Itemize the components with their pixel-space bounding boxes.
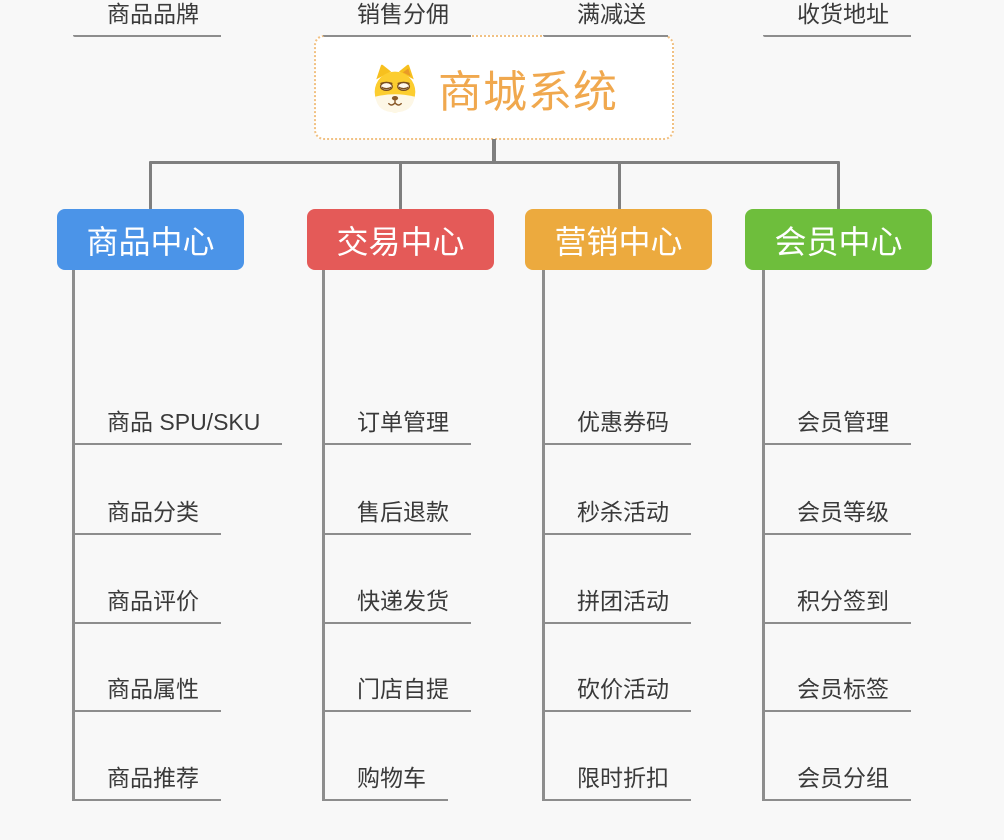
leaf-node-member-level[interactable]: 会员等级	[763, 498, 911, 535]
leaf-node-coupon-code[interactable]: 优惠券码	[543, 408, 691, 445]
leaf-node-product-spu-sku[interactable]: 商品 SPU/SKU	[73, 408, 283, 445]
branch-label: 交易中心	[336, 223, 465, 260]
branch-spine	[762, 270, 765, 801]
leaf-node-shopping-cart[interactable]: 购物车	[323, 764, 448, 801]
branch-label: 营销中心	[554, 223, 683, 260]
leaf-node-shipping-address[interactable]: 收货地址	[763, 0, 911, 37]
leaf-node-member-group[interactable]: 会员分组	[763, 764, 911, 801]
root-node[interactable]: 商城系统	[314, 35, 674, 140]
leaf-node-aftersale-refund[interactable]: 售后退款	[323, 498, 471, 535]
connector-drop-product	[149, 161, 152, 210]
leaf-node-full-reduction[interactable]: 满减送	[543, 0, 668, 37]
branch-node-trade[interactable]: 交易中心	[307, 209, 494, 270]
leaf-node-points-checkin[interactable]: 积分签到	[763, 587, 911, 624]
leaf-node-member-management[interactable]: 会员管理	[763, 408, 911, 445]
leaf-node-product-category[interactable]: 商品分类	[73, 498, 221, 535]
branch-spine	[542, 270, 545, 801]
connector-drop-trade	[399, 161, 402, 210]
connector-root-stub	[492, 139, 496, 163]
branch-spine	[72, 270, 75, 801]
connector-drop-marketing	[618, 161, 621, 210]
leaf-node-time-limited-discount[interactable]: 限时折扣	[543, 764, 691, 801]
dog-face-icon	[370, 62, 420, 114]
branch-label: 会员中心	[774, 223, 903, 260]
leaf-node-bargain-activity[interactable]: 砍价活动	[543, 675, 691, 712]
leaf-node-order-management[interactable]: 订单管理	[323, 408, 471, 445]
leaf-node-group-buy[interactable]: 拼团活动	[543, 587, 691, 624]
connector-bus	[149, 161, 840, 164]
branch-node-marketing[interactable]: 营销中心	[525, 209, 712, 270]
branch-spine	[322, 270, 325, 801]
leaf-node-product-attribute[interactable]: 商品属性	[73, 675, 221, 712]
leaf-node-express-delivery[interactable]: 快递发货	[323, 587, 471, 624]
leaf-node-store-pickup[interactable]: 门店自提	[323, 675, 471, 712]
leaf-node-member-tag[interactable]: 会员标签	[763, 675, 911, 712]
branch-node-product[interactable]: 商品中心	[57, 209, 244, 270]
leaf-node-product-brand[interactable]: 商品品牌	[73, 0, 221, 37]
leaf-node-flash-sale[interactable]: 秒杀活动	[543, 498, 691, 535]
leaf-node-product-recommend[interactable]: 商品推荐	[73, 764, 221, 801]
connector-drop-member	[837, 161, 840, 210]
root-title: 商城系统	[438, 67, 618, 117]
branch-node-member[interactable]: 会员中心	[745, 209, 932, 270]
leaf-node-sales-commission[interactable]: 销售分佣	[323, 0, 471, 37]
leaf-node-product-review[interactable]: 商品评价	[73, 587, 221, 624]
branch-label: 商品中心	[86, 223, 215, 260]
